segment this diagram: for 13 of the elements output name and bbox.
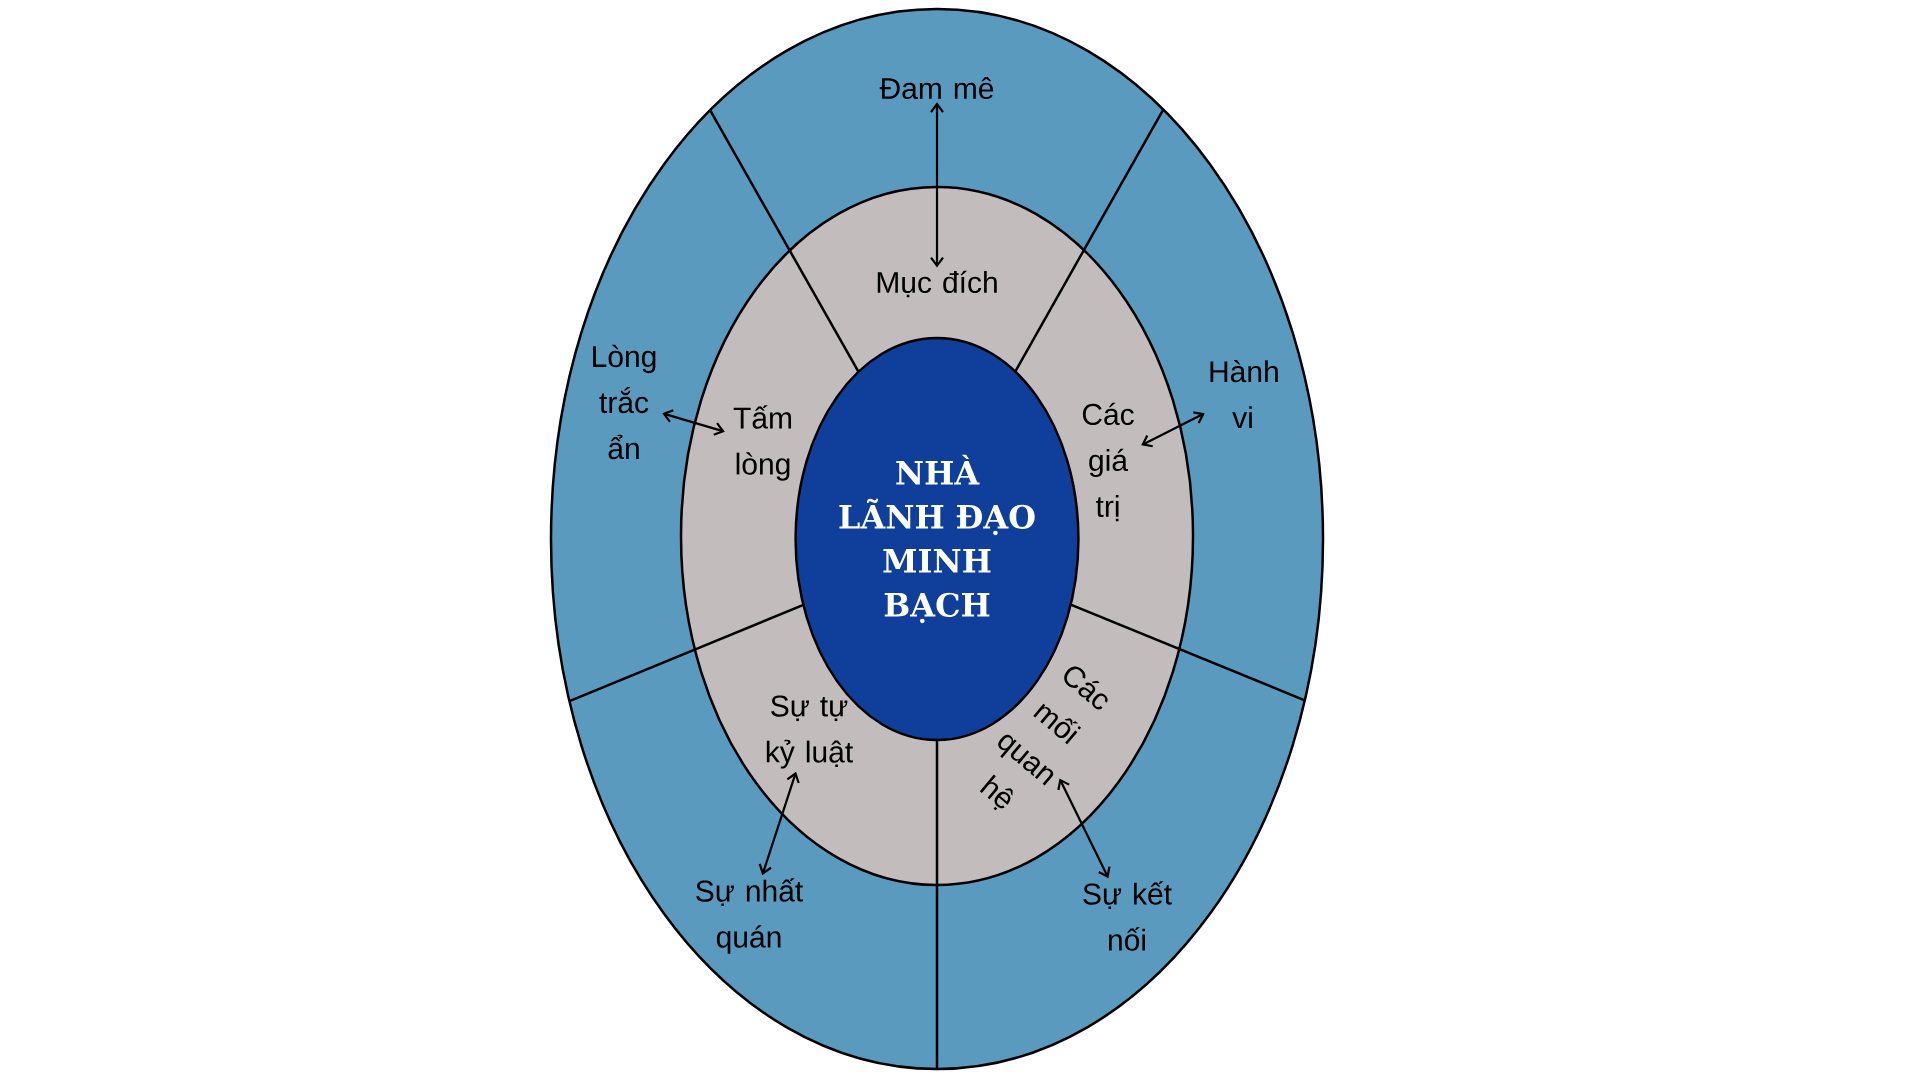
- double-arrow: [662, 409, 725, 436]
- segment-label: Sự kết nối: [1083, 881, 1172, 951]
- double-arrow: [1141, 411, 1205, 448]
- segment-label: Sự nhất quán: [696, 878, 803, 954]
- double-arrow: [1057, 778, 1111, 879]
- segment-label: Mục đích: [877, 270, 997, 298]
- double-arrow: [930, 102, 944, 268]
- segment-label: Lòng trắc ẩn: [593, 344, 656, 460]
- segment-label: Đam mê: [879, 76, 994, 100]
- segment-label: Hành vi: [1210, 359, 1278, 429]
- segment-label: Các giá trị: [1082, 402, 1134, 522]
- segment-label: Tấm lòng: [733, 405, 792, 481]
- double-arrow: [758, 771, 800, 876]
